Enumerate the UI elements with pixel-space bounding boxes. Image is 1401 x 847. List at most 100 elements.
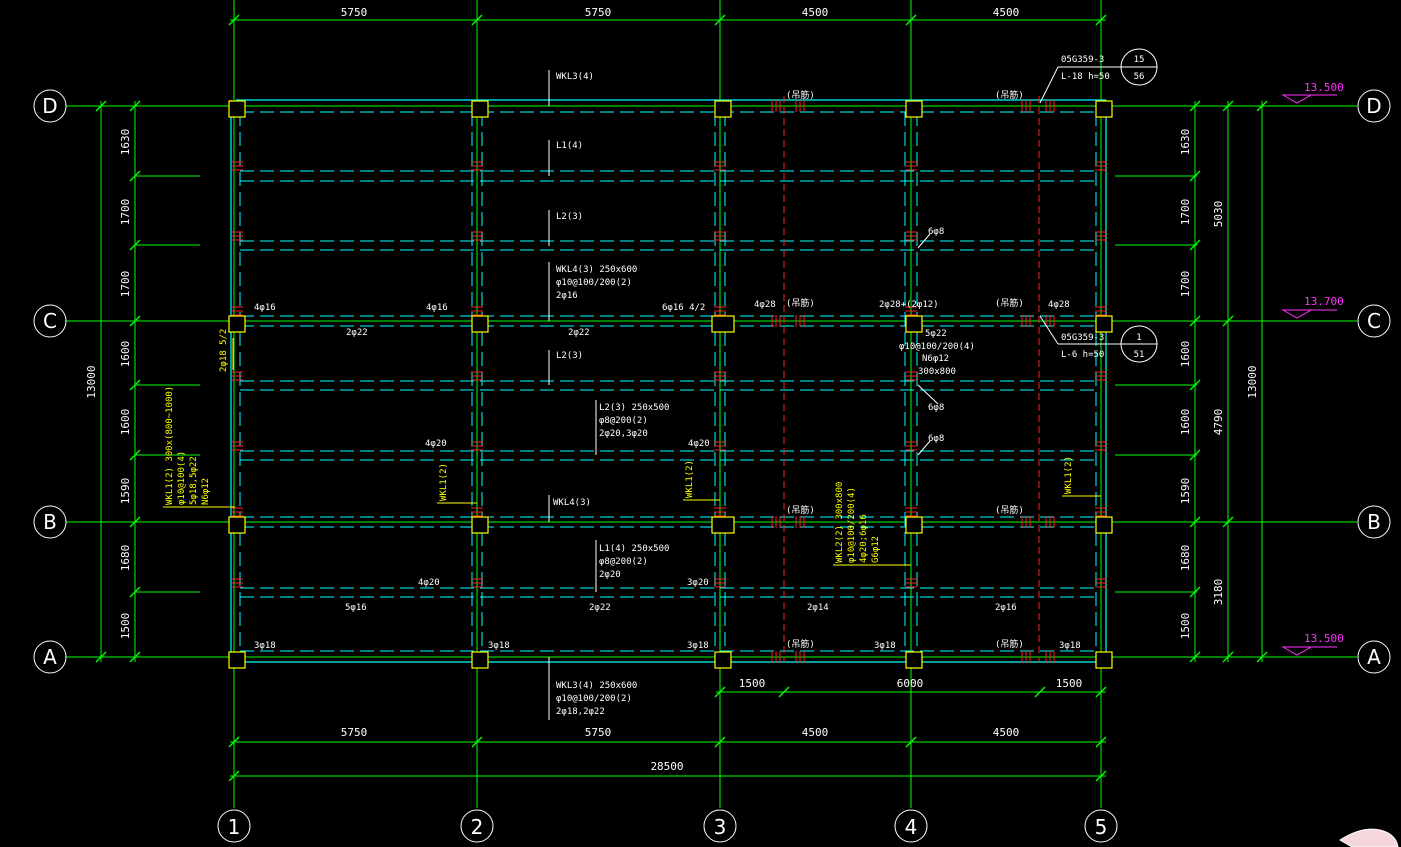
- dim-right-7: 1680: [1179, 545, 1192, 572]
- stirrup-marks: [231, 100, 1107, 663]
- axis-bubble-2: 2: [460, 809, 494, 843]
- column-2d: [471, 100, 489, 118]
- rebar-c-b5: N6φ12: [922, 354, 949, 364]
- column-1c: [228, 315, 246, 333]
- note-wkl1-2: WKL1(2): [439, 463, 449, 501]
- note-wkl2-a: WKL2(2) 300x800: [835, 482, 845, 563]
- axis-label-2: 2: [471, 815, 484, 839]
- dim-bottom-2: 5750: [585, 726, 612, 739]
- hanger-5: (吊筋): [786, 504, 815, 516]
- column-4a: [905, 651, 923, 669]
- column-3a: [714, 651, 732, 669]
- column-5c: [1095, 315, 1113, 333]
- dim-bottom-3: 4500: [802, 726, 829, 739]
- column-4d: [905, 100, 923, 118]
- axis-bubble-5: 5: [1084, 809, 1118, 843]
- axis-label-c: C: [43, 309, 57, 333]
- elevation-d: 13.500: [1304, 81, 1344, 94]
- dim-left-3: 1700: [119, 271, 132, 298]
- rebar-c1: 4φ16: [254, 303, 276, 313]
- note-l2-a: L2(3) 250x500: [599, 403, 669, 413]
- axis-bubble-b-left: B: [33, 505, 67, 539]
- axis-bubble-a-left: A: [33, 640, 67, 674]
- dim-left-7: 1680: [119, 545, 132, 572]
- note-l2-mid: L2(3): [556, 351, 583, 361]
- callout-2-ref: 05G359-3: [1061, 333, 1104, 343]
- note-wkl2-b: φ10@100/200(4): [847, 487, 857, 563]
- stirrup-6phi8-3: 6φ8: [928, 434, 944, 444]
- column-4b: [905, 516, 923, 534]
- hanger-2: (吊筋): [995, 89, 1024, 101]
- rebar-a5: 2φ14: [807, 603, 829, 613]
- detail-callout-2: 05G359-3 L-6 h=50 1 51: [1039, 315, 1158, 363]
- column-2c: [471, 315, 489, 333]
- axis-bubble-d-left: D: [33, 89, 67, 123]
- note-col-c1: 2φ18 5/2: [219, 329, 229, 372]
- axis-label-4: 4: [905, 815, 918, 839]
- column-5a: [1095, 651, 1113, 669]
- stirrup-6phi8-2: 6φ8: [928, 403, 944, 413]
- hanger-7: (吊筋): [786, 638, 815, 650]
- rebar-c-b3: 5φ22: [925, 329, 947, 339]
- leader-lines: [548, 70, 939, 720]
- rebar-a2: 3φ20: [687, 578, 709, 588]
- hanger-3: (吊筋): [786, 297, 815, 309]
- axis-label-a: A: [1367, 645, 1381, 669]
- dim-right-2: 1700: [1179, 199, 1192, 226]
- note-wkl4-mid: WKL4(3): [553, 498, 591, 508]
- hanger-1: (吊筋): [786, 89, 815, 101]
- column-2b: [471, 516, 489, 534]
- column-1b: [228, 516, 246, 534]
- axis-bubble-d-right: D: [1357, 89, 1391, 123]
- note-wkl1-3: WKL1(2): [685, 460, 695, 498]
- axis-bubble-1: 1: [217, 809, 251, 843]
- beam-notes: WKL3(4) L1(4) L2(3) WKL4(3) 250x600 φ10@…: [254, 72, 1081, 717]
- note-wkl4-a: WKL4(3) 250x600: [556, 265, 637, 275]
- rebar-a3: 5φ16: [345, 603, 367, 613]
- column-1d: [228, 100, 246, 118]
- axis-bubble-c-left: C: [33, 304, 67, 338]
- note-l1-top: L1(4): [556, 141, 583, 151]
- dimension-texts: 5750 5750 4500 4500 1500 6000 1500 5750 …: [85, 6, 1259, 773]
- rebar-c3: 6φ16 4/2: [662, 303, 705, 313]
- dim-total-right: 13000: [1246, 365, 1259, 398]
- note-l1-c: 2φ20: [599, 570, 621, 580]
- rebar-a-end2: 3φ18: [488, 641, 510, 651]
- rebar-a6: 2φ16: [995, 603, 1017, 613]
- dim-right-4: 1600: [1179, 341, 1192, 368]
- rebar-a4: 2φ22: [589, 603, 611, 613]
- dim-total-left: 13000: [85, 365, 98, 398]
- column-3c: [711, 315, 735, 333]
- note-wkl3-b: φ10@100/200(2): [556, 694, 632, 704]
- elevation-marks: 13.500 13.700 13.500: [1281, 81, 1344, 656]
- column-3d: [714, 100, 732, 118]
- dim-total-x: 28500: [650, 760, 683, 773]
- rebar-c-b1: 2φ22: [346, 328, 368, 338]
- rebar-a-end5: 3φ18: [1059, 641, 1081, 651]
- column-5d: [1095, 100, 1113, 118]
- rebar-c-b6: 300x800: [918, 367, 956, 377]
- dim-right-group-1: 5030: [1212, 201, 1225, 228]
- dim-sub-3: 1500: [1056, 677, 1083, 690]
- callout-1-note: L-18 h=50: [1061, 72, 1110, 82]
- dim-right-3: 1700: [1179, 271, 1192, 298]
- column-3b: [711, 516, 735, 534]
- rebar-a-end3: 3φ18: [687, 641, 709, 651]
- rebar-a-end4: 3φ18: [874, 641, 896, 651]
- column-4c: [905, 315, 923, 333]
- rebar-c2: 4φ16: [426, 303, 448, 313]
- column-2a: [471, 651, 489, 669]
- secondary-beam-lines: [783, 96, 1040, 662]
- axis-label-d: D: [42, 94, 57, 118]
- note-wkl2-d: G6φ12: [871, 536, 881, 563]
- rebar-b2: 4φ20: [688, 439, 710, 449]
- dim-left-4: 1600: [119, 341, 132, 368]
- callout-2-note: L-6 h=50: [1061, 350, 1104, 360]
- note-wkl3-a: WKL3(4) 250x600: [556, 681, 637, 691]
- yellow-leaders: [163, 338, 1101, 566]
- note-wkl4-b: φ10@100/200(2): [556, 278, 632, 288]
- dim-bottom-1: 5750: [341, 726, 368, 739]
- note-wkl1-b: φ10@100(4): [177, 451, 187, 505]
- cursor-decoration: [1339, 828, 1399, 847]
